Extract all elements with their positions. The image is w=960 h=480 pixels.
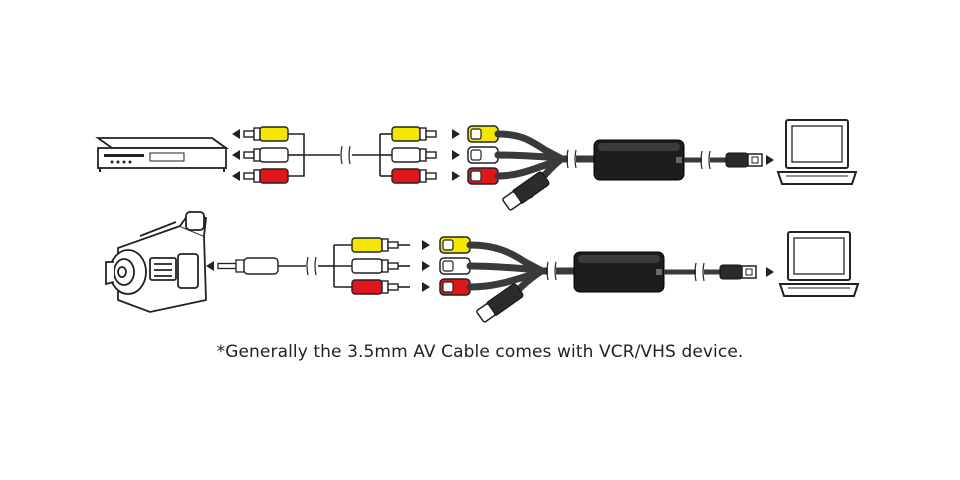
rca-plug-white [351,258,399,274]
arrow-icon [232,171,240,181]
arrow-icon [232,150,240,160]
usb-plug-icon [725,152,763,168]
rca-socket-white [439,257,471,275]
arrow-icon [422,261,430,271]
rca-plug-red [391,168,437,184]
arrow-icon [232,129,240,139]
rca-plug-red [243,168,289,184]
cable-break-icon [694,262,705,282]
arrow-icon [452,171,460,181]
cable-break-icon [546,261,557,281]
arrow-icon [452,150,460,160]
s-video-plug-icon [476,283,524,323]
rca-plug-yellow [351,237,399,253]
rca-cable-left [288,133,392,177]
usb-capture-adapter [573,251,665,293]
caption-note: *Generally the 3.5mm AV Cable comes with… [216,342,744,362]
av-cable [278,244,352,288]
rca-plug-white [243,147,289,163]
cable-break-icon [306,256,317,276]
rca-socket-yellow [439,236,471,254]
usb-plug-icon [719,264,757,280]
rca-socket-yellow [467,125,499,143]
rca-socket-red [439,278,471,296]
dvd-player-icon [95,137,229,172]
rca-wires [398,244,410,288]
arrow-icon [206,261,214,271]
arrow-icon [452,129,460,139]
3-5mm-plug-icon [217,257,279,275]
s-video-plug-icon [502,171,550,211]
rca-plug-yellow [243,126,289,142]
usb-capture-adapter [593,139,685,181]
rca-plug-red [351,279,399,295]
arrow-icon [766,155,774,165]
cable-break-icon [566,149,577,169]
adapter-cable-bundle [466,241,580,309]
rca-plug-white [391,147,437,163]
cable-break-icon [340,145,351,165]
rca-socket-white [467,146,499,164]
laptop-icon [777,119,857,185]
cable-break-icon [700,150,711,170]
arrow-icon [422,240,430,250]
rca-socket-red [467,167,499,185]
camcorder-icon [105,210,207,313]
arrow-icon [766,267,774,277]
arrow-icon [422,282,430,292]
laptop-icon [779,231,859,297]
rca-plug-yellow [391,126,437,142]
